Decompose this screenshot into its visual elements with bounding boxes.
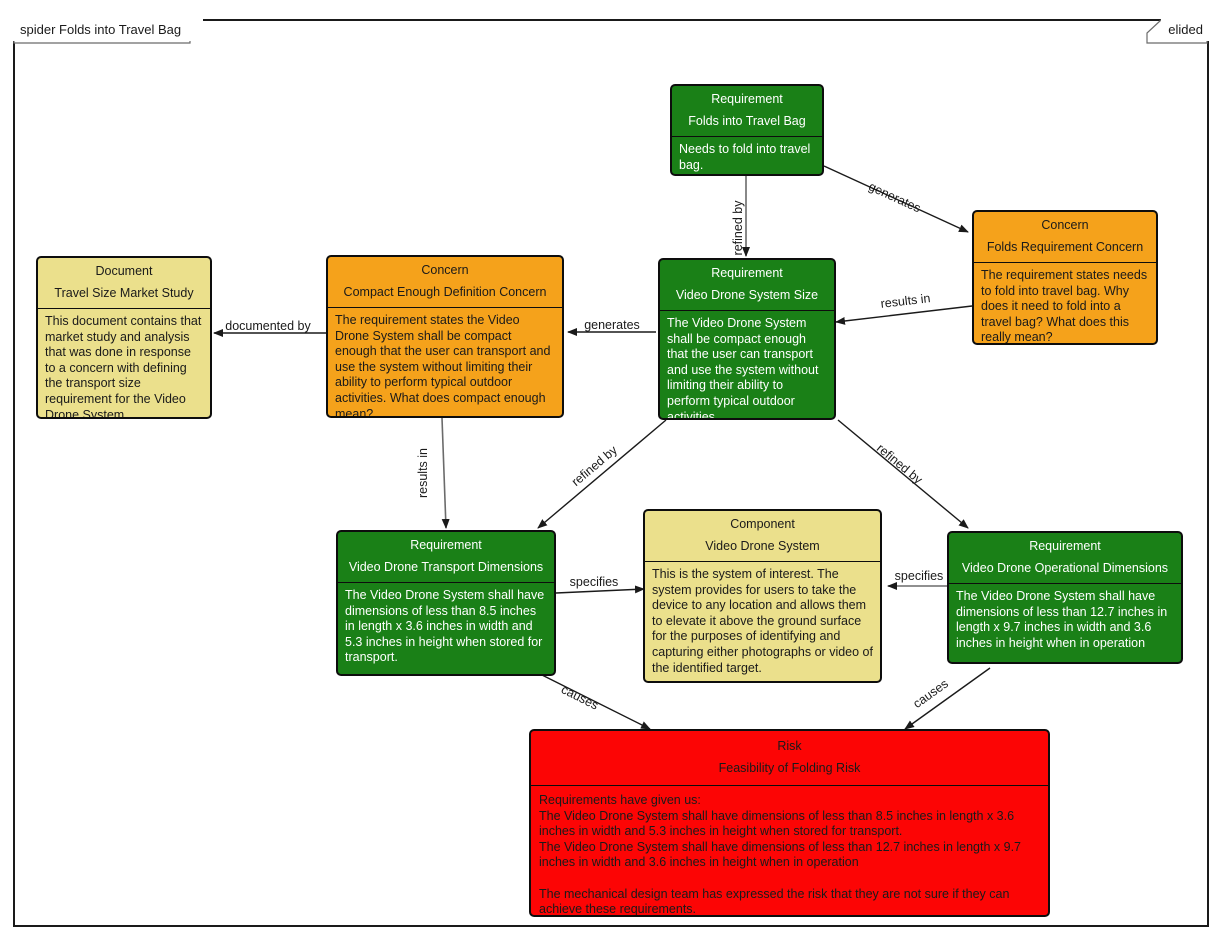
node-header: Requirement Video Drone Transport Dimens…: [338, 532, 554, 582]
node-divider: [645, 561, 880, 562]
node-title: Folds into Travel Bag: [688, 114, 806, 128]
node-stereotype: Component: [730, 517, 795, 531]
node-title: Video Drone System: [705, 539, 820, 553]
node-video-drone-system-size[interactable]: Requirement Video Drone System Size The …: [658, 258, 836, 420]
node-divider: [328, 307, 562, 308]
frame-title: spider Folds into Travel Bag: [13, 19, 204, 41]
node-body: This document contains that market study…: [45, 314, 205, 419]
node-video-drone-system[interactable]: Component Video Drone System This is the…: [643, 509, 882, 683]
node-divider: [531, 785, 1048, 786]
node-stereotype: Concern: [1041, 218, 1089, 232]
node-header: Requirement Video Drone Operational Dime…: [949, 533, 1181, 583]
node-title: Travel Size Market Study: [54, 286, 194, 300]
node-divider: [974, 262, 1156, 263]
diagram-frame: [13, 19, 1209, 927]
node-stereotype: Requirement: [410, 538, 482, 552]
node-folds-requirement-concern[interactable]: Concern Folds Requirement Concern The re…: [972, 210, 1158, 345]
node-title: Folds Requirement Concern: [986, 240, 1144, 254]
node-stereotype: Requirement: [711, 266, 783, 280]
node-body: The requirement states the Video Drone S…: [335, 313, 554, 418]
node-stereotype: Concern: [421, 263, 469, 277]
node-feasibility-of-folding-risk[interactable]: Risk Feasibility of Folding Risk Require…: [529, 729, 1050, 917]
node-stereotype: Document: [95, 264, 153, 278]
node-compact-enough-definition-concern[interactable]: Concern Compact Enough Definition Concer…: [326, 255, 564, 418]
node-title: Compact Enough Definition Concern: [343, 285, 547, 299]
node-divider: [949, 583, 1181, 584]
node-body: Needs to fold into travel bag.: [679, 142, 814, 172]
node-body: The Video Drone System shall be compact …: [667, 316, 822, 420]
node-body: Requirements have given us: The Video Dr…: [539, 793, 1021, 917]
node-body: The Video Drone System shall have dimens…: [345, 588, 548, 665]
node-title: Feasibility of Folding Risk: [718, 761, 861, 775]
node-folds-into-travel-bag[interactable]: Requirement Folds into Travel Bag Needs …: [670, 84, 824, 176]
node-divider: [672, 136, 822, 137]
node-body: This is the system of interest. The syst…: [652, 567, 877, 675]
node-header: Requirement Video Drone System Size: [660, 260, 834, 310]
node-stereotype: Requirement: [1029, 539, 1101, 553]
node-title: Video Drone Transport Dimensions: [348, 560, 544, 574]
node-body: The requirement states needs to fold int…: [981, 268, 1151, 345]
node-divider: [38, 308, 210, 309]
node-header: Requirement Folds into Travel Bag: [672, 86, 822, 136]
node-header: Concern Compact Enough Definition Concer…: [328, 257, 562, 307]
node-stereotype: Requirement: [711, 92, 783, 106]
node-header: Component Video Drone System: [645, 511, 880, 561]
node-video-drone-transport-dimensions[interactable]: Requirement Video Drone Transport Dimens…: [336, 530, 556, 676]
node-header: Document Travel Size Market Study: [38, 258, 210, 308]
node-travel-size-market-study[interactable]: Document Travel Size Market Study This d…: [36, 256, 212, 419]
node-header: Risk Feasibility of Folding Risk: [531, 731, 1048, 785]
node-video-drone-operational-dimensions[interactable]: Requirement Video Drone Operational Dime…: [947, 531, 1183, 664]
elided-label: elided: [1161, 19, 1209, 41]
node-body: The Video Drone System shall have dimens…: [956, 589, 1171, 650]
node-divider: [338, 582, 554, 583]
node-header: Concern Folds Requirement Concern: [974, 212, 1156, 262]
node-divider: [660, 310, 834, 311]
node-title: Video Drone Operational Dimensions: [961, 561, 1169, 575]
node-stereotype: Risk: [777, 739, 802, 753]
node-title: Video Drone System Size: [675, 288, 819, 302]
